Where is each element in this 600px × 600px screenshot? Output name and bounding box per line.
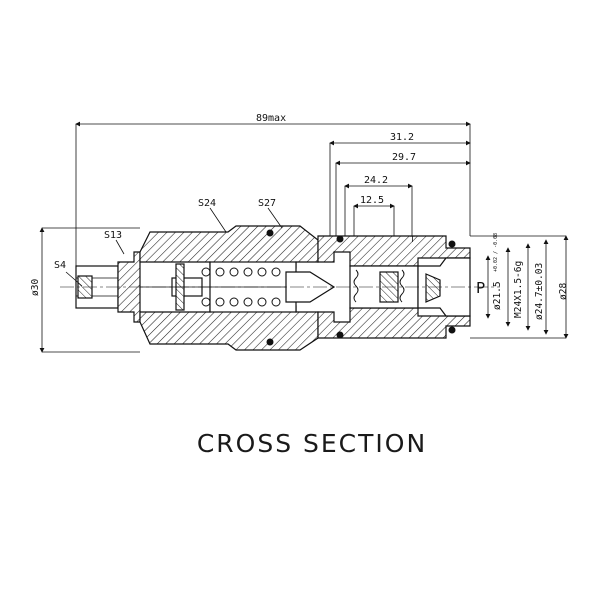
dim-31-2: 31.2	[390, 132, 414, 143]
dim-overall-length: 89max	[256, 113, 286, 124]
valve-nose	[417, 257, 471, 317]
valve-body	[60, 225, 500, 351]
label-s24: S24	[198, 198, 216, 209]
label-s13: S13	[104, 230, 122, 241]
label-s27: S27	[258, 198, 276, 209]
cartridge-sleeve-lower	[317, 307, 471, 339]
o-rings	[266, 229, 456, 346]
dim-dia-30: ø30	[30, 279, 41, 296]
label-s4: S4	[54, 260, 66, 271]
dim-dia-28: ø28	[558, 283, 569, 300]
dim-dia-21-5-tolerance: +0.02 / -0.08	[493, 233, 499, 272]
dim-thread: M24X1.5-6g	[513, 261, 524, 318]
dim-12-5: 12.5	[360, 195, 384, 206]
port-t-label: T	[410, 235, 415, 244]
bonnet-lower	[139, 305, 319, 351]
dim-dia-24-7: ø24.7±0.03	[534, 263, 545, 320]
dimension-lines	[39, 121, 569, 353]
port-p-label: P	[476, 279, 485, 297]
dim-29-7: 29.7	[392, 152, 416, 163]
dim-dia-21-5: ø21.5	[492, 281, 503, 310]
caption: CROSS SECTION	[197, 429, 427, 458]
spring	[201, 267, 281, 307]
dim-24-2: 24.2	[364, 175, 388, 186]
